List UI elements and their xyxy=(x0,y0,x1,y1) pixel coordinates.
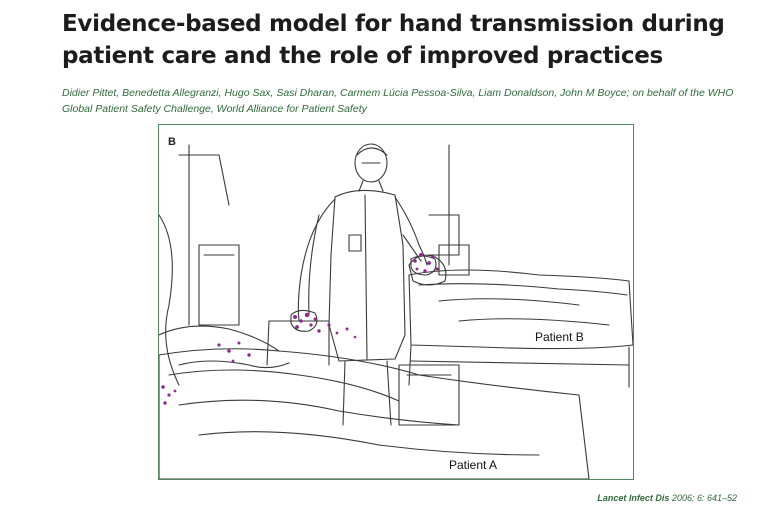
panel-label: B xyxy=(168,136,176,148)
journal-citation: Lancet Infect Dis 2006; 6: 641–52 xyxy=(597,493,737,503)
curtain-left xyxy=(159,214,180,386)
hand-transmission-illustration xyxy=(159,143,633,479)
equipment-cart xyxy=(398,364,460,426)
patient-a-label: Patient A xyxy=(447,458,500,472)
iv-pole-left xyxy=(178,144,230,326)
healthcare-worker xyxy=(290,143,437,426)
bed-patient-a xyxy=(159,320,590,479)
journal-reference: 2006; 6: 641–52 xyxy=(669,493,737,503)
monitor-left xyxy=(198,244,240,326)
journal-name: Lancet Infect Dis xyxy=(597,493,670,503)
figure-panel: B Patient B Patient A xyxy=(158,124,634,480)
article-title: Evidence-based model for hand transmissi… xyxy=(62,11,725,69)
author-list: Didier Pittet, Benedetta Allegranzi, Hug… xyxy=(62,87,734,115)
bed-patient-b xyxy=(408,214,633,388)
contamination-marks xyxy=(161,253,439,405)
patient-b-label: Patient B xyxy=(533,330,586,344)
